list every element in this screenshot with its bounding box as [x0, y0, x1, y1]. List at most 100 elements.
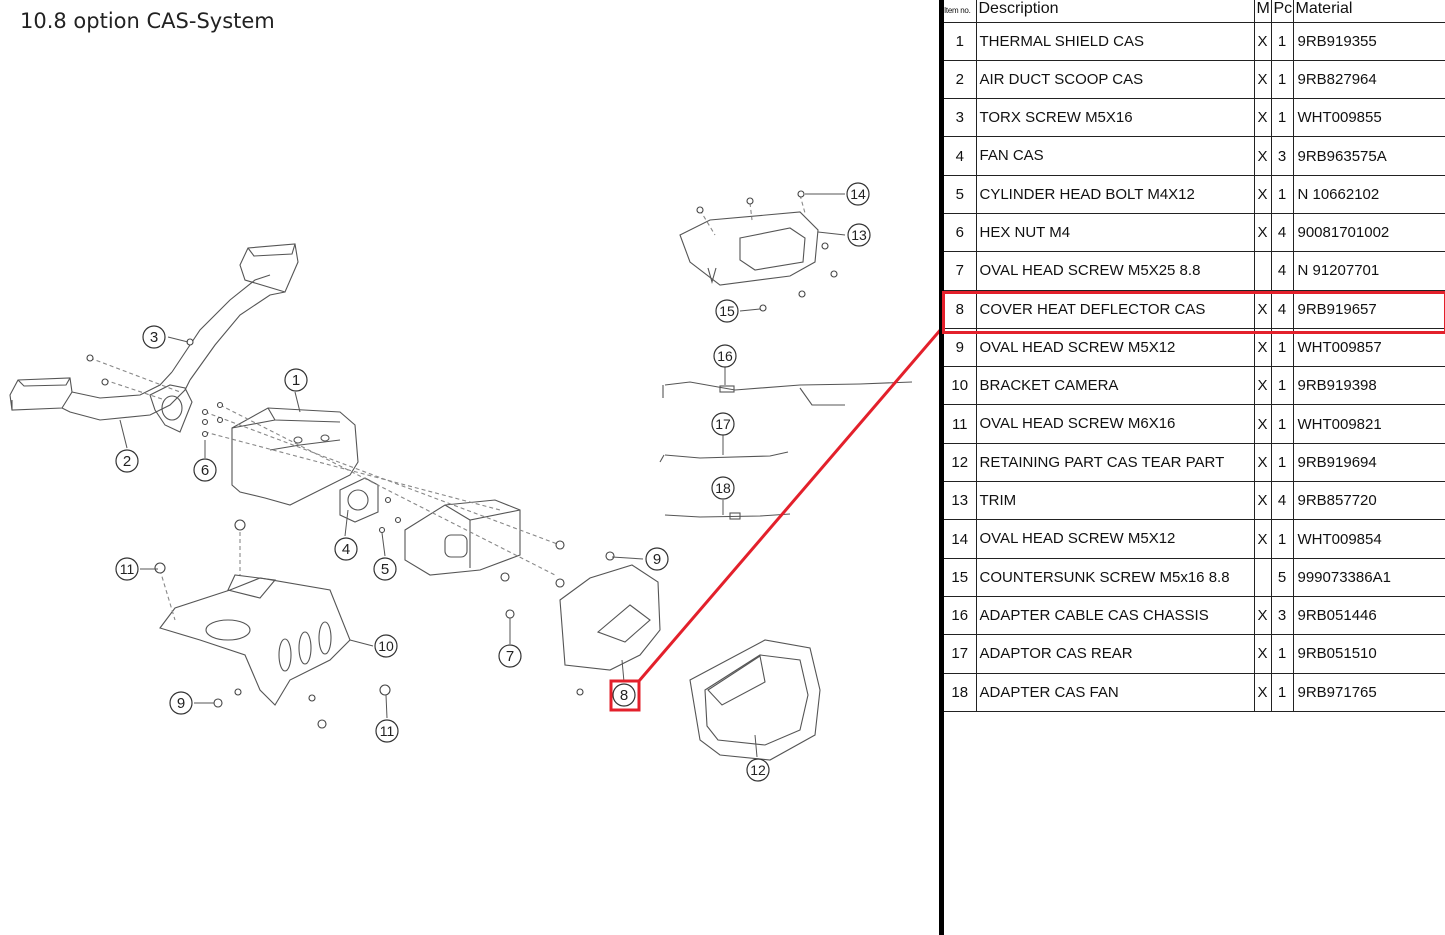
cell-material: 9RB919657: [1293, 290, 1445, 329]
cell-m: X: [1254, 481, 1272, 521]
highlight-callout-box: [609, 679, 641, 712]
cell-description: BRACKET CAMERA: [976, 366, 1255, 406]
cell-pc: 1: [1271, 443, 1294, 483]
cell-m: X: [1254, 366, 1272, 406]
cell-material: N 91207701: [1293, 251, 1445, 291]
header-pc: Pc.: [1271, 0, 1294, 23]
callout-14: 14: [846, 182, 870, 206]
callout-1: 1: [284, 368, 308, 392]
cell-pc: 1: [1271, 60, 1294, 100]
cell-pc: 1: [1271, 175, 1294, 214]
header-m: M: [1254, 0, 1272, 23]
highlight-connector-line: [637, 328, 940, 682]
svg-text:16: 16: [717, 348, 733, 364]
callout-16: 16: [713, 344, 737, 368]
cover-heat-deflector-drawing: [559, 564, 661, 671]
cell-material: 9RB963575A: [1293, 136, 1445, 176]
cell-description: ADAPTER CABLE CAS CHASSIS: [976, 596, 1255, 636]
trim-drawing: [679, 211, 819, 286]
cell-pc: 3: [1271, 136, 1294, 176]
cell-description: HEX NUT M4: [976, 213, 1255, 253]
cell-description: ADAPTOR CAS REAR: [976, 634, 1255, 674]
cell-pc: 5: [1271, 558, 1294, 597]
callout-9-b: 9: [169, 691, 193, 715]
cell-material: 9RB051446: [1293, 596, 1445, 636]
cell-pc: 1: [1271, 22, 1294, 61]
cell-m: X: [1254, 328, 1272, 368]
callout-5: 5: [373, 557, 397, 581]
cell-pc: 1: [1271, 519, 1294, 559]
cell-description: RETAINING PART CAS TEAR PART: [976, 443, 1255, 483]
cell-m: X: [1254, 673, 1272, 712]
cell-pc: 1: [1271, 366, 1294, 406]
cell-material: 9RB919694: [1293, 443, 1445, 483]
page-title: 10.8 option CAS-System: [20, 9, 275, 33]
cell-item-no: 14: [944, 519, 977, 559]
cell-description: COVER HEAT DEFLECTOR CAS: [976, 290, 1255, 329]
svg-text:2: 2: [123, 453, 131, 470]
cell-material: 9RB971765: [1293, 673, 1445, 712]
header-description: Description: [976, 0, 1255, 23]
cell-description: COUNTERSUNK SCREW M5x16 8.8: [976, 558, 1255, 597]
cell-item-no: 15: [944, 558, 977, 597]
svg-text:14: 14: [850, 186, 866, 202]
cell-description: THERMAL SHIELD CAS: [976, 22, 1255, 61]
cell-m: X: [1254, 175, 1272, 214]
callout-13: 13: [847, 223, 871, 247]
cell-pc: 1: [1271, 673, 1294, 712]
svg-text:13: 13: [851, 227, 867, 243]
svg-text:17: 17: [715, 416, 731, 432]
cell-material: WHT009855: [1293, 98, 1445, 138]
cell-m: X: [1254, 290, 1272, 329]
cell-m: X: [1254, 98, 1272, 138]
air-duct-scoop-drawing: [9, 243, 299, 433]
cell-item-no: 6: [944, 213, 977, 253]
cell-item-no: 4: [944, 136, 977, 176]
callout-3: 3: [142, 325, 166, 349]
cell-pc: 1: [1271, 404, 1294, 444]
exploded-parts-diagram: 1 2 3 4 5 6 7 8 9 9 10 11 11 12 13 14 15…: [9, 182, 940, 782]
cell-item-no: 16: [944, 596, 977, 636]
cell-pc: 4: [1271, 481, 1294, 521]
svg-text:1: 1: [292, 372, 300, 389]
callout-18: 18: [711, 476, 735, 500]
cell-material: 9RB051510: [1293, 634, 1445, 674]
cell-material: 999073386A1: [1293, 558, 1445, 597]
thermal-shield-drawing: [231, 407, 359, 506]
fan-drawing: [339, 477, 379, 523]
svg-text:5: 5: [381, 561, 389, 578]
cell-item-no: 12: [944, 443, 977, 483]
cell-description: AIR DUCT SCOOP CAS: [976, 60, 1255, 100]
cell-item-no: 2: [944, 60, 977, 100]
cell-m: X: [1254, 22, 1272, 61]
callout-8: 8: [612, 683, 636, 707]
cell-item-no: 3: [944, 98, 977, 138]
callout-15: 15: [715, 299, 739, 323]
cell-description: TRIM: [976, 481, 1255, 521]
cell-m: X: [1254, 443, 1272, 483]
cell-item-no: 17: [944, 634, 977, 674]
cell-item-no: 13: [944, 481, 977, 521]
cell-description: OVAL HEAD SCREW M6X16: [976, 404, 1255, 444]
callout-11-b: 11: [375, 719, 399, 743]
cell-material: 9RB919355: [1293, 22, 1445, 61]
cell-pc: 4: [1271, 290, 1294, 329]
svg-text:11: 11: [380, 723, 395, 739]
cell-item-no: 9: [944, 328, 977, 368]
cell-material: 9RB857720: [1293, 481, 1445, 521]
cell-m: X: [1254, 404, 1272, 444]
cell-m: [1254, 558, 1272, 597]
callouts: 1 2 3 4 5 6 7 8 9 9 10 11 11 12 13 14 15…: [115, 182, 871, 782]
cell-pc: 1: [1271, 634, 1294, 674]
cell-pc: 4: [1271, 251, 1294, 291]
